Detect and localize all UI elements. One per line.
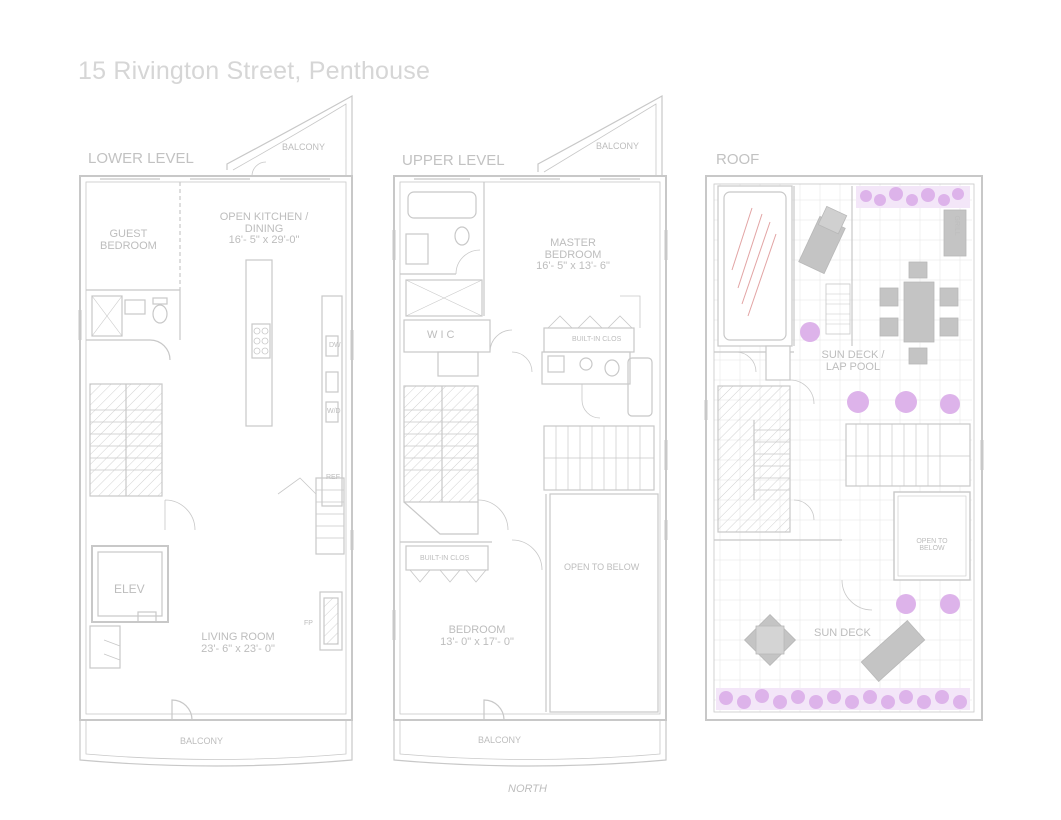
master-bedroom-label: MASTER BEDROOM 16'- 5" x 13'- 6" [536, 237, 610, 273]
living-room-label: LIVING ROOM 23'- 6" x 23'- 0" [201, 631, 275, 655]
built-in-closet-master-label: BUILT-IN CLOS [572, 336, 622, 343]
dishwasher-label: DW [329, 342, 341, 349]
upper-level-heading: UPPER LEVEL [402, 152, 505, 169]
lower-balcony-bottom-label: BALCONY [180, 736, 224, 746]
roof-heading: ROOF [716, 151, 760, 168]
lower-level-plan [78, 94, 354, 767]
lower-balcony-top [226, 94, 353, 176]
upper-balcony-top [537, 94, 663, 176]
built-in-closet-bedroom-label: BUILT-IN CLOS [420, 555, 470, 562]
fireplace-label: FP [304, 620, 313, 627]
lower-outer-wall [79, 175, 353, 721]
north-indicator: NORTH [508, 783, 547, 795]
wic-label: W I C [427, 329, 455, 341]
upper-balcony-bottom-label: BALCONY [478, 735, 522, 745]
bedroom-label: BEDROOM 13'- 0" x 17'- 0" [440, 624, 514, 648]
kitchen-label: OPEN KITCHEN / DINING 16'- 5" x 29'-0" [219, 211, 309, 247]
lower-balcony-bottom [79, 720, 353, 767]
page-title: 15 Rivington Street, Penthouse [78, 57, 431, 85]
roof-open-to-below-label: OPEN TO BELOW [916, 538, 948, 553]
sun-deck-label: SUN DECK [814, 627, 871, 639]
roof-plan [704, 175, 984, 721]
elevator-label: ELEV [114, 582, 145, 596]
grill-label: GRILL [946, 216, 964, 236]
upper-balcony-bottom [393, 720, 667, 767]
refrigerator-label: REF [326, 474, 340, 481]
grill-label-text: GRILL [952, 215, 960, 236]
upper-balcony-top-label: BALCONY [596, 141, 640, 151]
lower-level-heading: LOWER LEVEL [88, 150, 194, 167]
upper-level-plan [392, 94, 668, 767]
guest-bedroom-label: GUEST BEDROOM [100, 228, 157, 252]
sun-deck-lap-pool-label: SUN DECK / LAP POOL [821, 349, 885, 373]
kitchen-island [245, 259, 273, 427]
lower-balcony-top-label: BALCONY [282, 142, 326, 152]
open-to-below-label: OPEN TO BELOW [564, 562, 640, 572]
washer-dryer-label: W/D [327, 408, 341, 415]
